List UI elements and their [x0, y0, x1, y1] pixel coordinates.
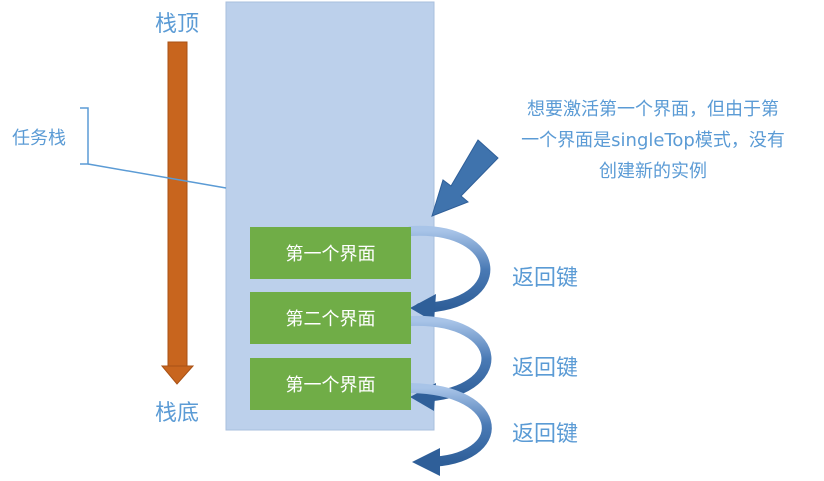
- back-key-label-1: 返回键: [512, 266, 579, 291]
- note-line: 一个界面是singleTop模式，没有: [521, 130, 785, 151]
- screen-box-second: 第二个界面: [250, 292, 411, 344]
- screen-box-first-top: 第一个界面: [250, 227, 411, 279]
- note-line: 想要激活第一个界面，但由于第: [527, 99, 779, 120]
- stack-top-label: 栈顶: [155, 12, 200, 37]
- back-arrow-3: [406, 383, 492, 476]
- back-arrow-1: [406, 225, 491, 322]
- activation-pointer-arrow: [431, 139, 499, 217]
- task-stack-label: 任务栈: [12, 128, 66, 149]
- note-line: 创建新的实例: [599, 161, 707, 182]
- stack-direction-arrow: [160, 41, 195, 385]
- singletop-note: 想要激活第一个界面，但由于第 一个界面是singleTop模式，没有 创建新的实…: [488, 94, 818, 187]
- back-key-label-3: 返回键: [512, 422, 579, 447]
- screen-box-first-bottom: 第一个界面: [250, 358, 411, 410]
- back-key-label-2: 返回键: [512, 356, 579, 381]
- stack-bottom-label: 栈底: [155, 401, 200, 426]
- task-stack-bracket: [80, 107, 227, 189]
